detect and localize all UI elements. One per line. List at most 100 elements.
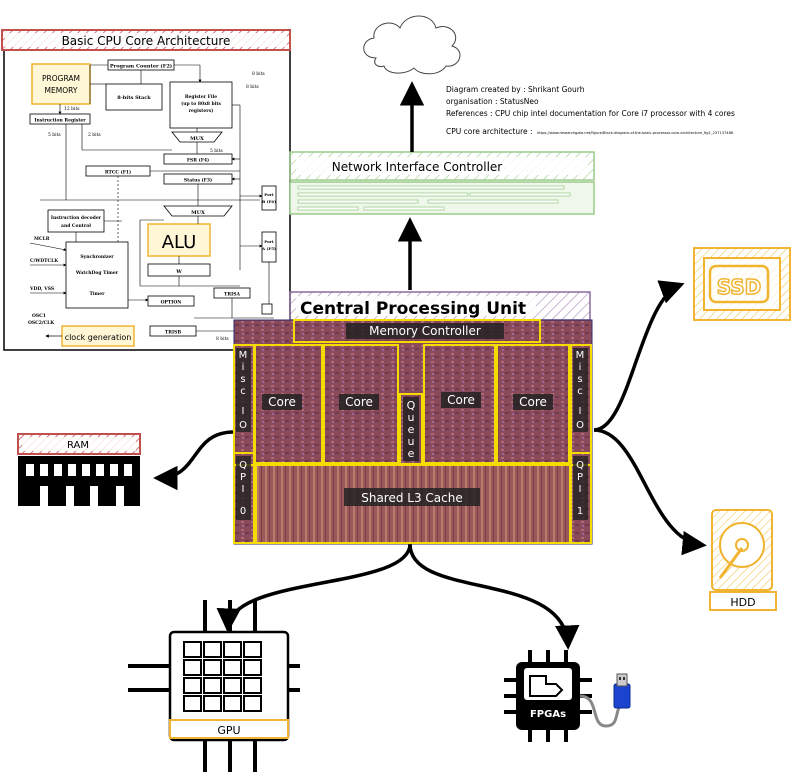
info-arch-label: CPU core architecture : bbox=[446, 127, 533, 136]
svg-text:1: 1 bbox=[577, 506, 583, 517]
info-created-by: Diagram created by : Shrikant Gourh bbox=[446, 85, 585, 94]
connections bbox=[153, 81, 707, 650]
mux-top: MUX bbox=[190, 136, 204, 142]
alu: ALU bbox=[162, 232, 197, 253]
rtcc: RTCC (F1) bbox=[105, 169, 131, 176]
svg-text:e: e bbox=[408, 423, 415, 436]
svg-text:M: M bbox=[576, 350, 585, 361]
svg-text:I: I bbox=[579, 406, 582, 417]
svg-text:s: s bbox=[577, 374, 582, 385]
svg-text:Q: Q bbox=[576, 460, 584, 471]
trisb: TRISB bbox=[165, 330, 181, 336]
instruction-register: Instruction Register bbox=[34, 118, 86, 124]
svg-text:O: O bbox=[576, 420, 584, 431]
option-register: OPTION bbox=[161, 300, 182, 306]
w-register: W bbox=[175, 269, 182, 275]
svg-text:P: P bbox=[240, 472, 246, 483]
bits-5-b: 5 bits bbox=[210, 148, 223, 154]
svg-text:O: O bbox=[239, 420, 247, 431]
pin-osc-2: OSC2/CLK bbox=[28, 320, 55, 326]
svg-text:I: I bbox=[242, 484, 245, 495]
port-a-1: Port bbox=[264, 239, 274, 244]
fpga-label: FPGAs bbox=[530, 709, 566, 720]
program-memory-label-1: PROGRAM bbox=[42, 74, 80, 83]
pin-cwdt: C/WDTCLK bbox=[30, 258, 59, 264]
ram-label: RAM bbox=[67, 440, 89, 451]
register-file-1: Register File bbox=[185, 94, 217, 100]
bits-5-a: 5 bits bbox=[48, 132, 61, 138]
cpu-title: Central Processing Unit bbox=[300, 299, 526, 319]
timer: Timer bbox=[89, 291, 105, 297]
svg-text:M: M bbox=[239, 350, 248, 361]
cloud-icon bbox=[363, 15, 461, 75]
svg-text:I: I bbox=[579, 484, 582, 495]
status-register: Status (F3) bbox=[184, 177, 212, 184]
register-file-3: registers) bbox=[189, 107, 214, 114]
watchdog-timer: WatchDog Timer bbox=[75, 270, 119, 276]
info-arch-url: https://www.researchgate.net/figure/Bloc… bbox=[537, 131, 734, 135]
core-4: Core bbox=[519, 395, 547, 409]
cpu: Central Processing Unit Memory Controlle… bbox=[233, 291, 593, 545]
core-1: Core bbox=[268, 395, 296, 409]
svg-text:i: i bbox=[242, 362, 245, 373]
bits-12: 12 bits bbox=[64, 106, 80, 112]
fsr: FSR (F4) bbox=[187, 157, 209, 164]
svg-text:c: c bbox=[577, 386, 583, 397]
port-b-2: B (F6) bbox=[262, 199, 276, 204]
bits-8-c: 8 bits bbox=[216, 336, 229, 342]
program-memory-label-2: MEMORY bbox=[45, 86, 78, 95]
ram: RAM bbox=[17, 433, 141, 506]
cpu-architecture-panel: Basic CPU Core Architecture PROGRAM MEMO… bbox=[1, 29, 291, 351]
svg-text:e: e bbox=[408, 447, 415, 460]
svg-text:I: I bbox=[242, 406, 245, 417]
qpi-0-label: QPI 0 bbox=[239, 460, 247, 517]
pin-vdd: VDD, VSS bbox=[29, 286, 54, 292]
core-3: Core bbox=[447, 393, 475, 407]
clock-generation: clock generation bbox=[65, 333, 132, 342]
pin-mclr: MCLR bbox=[34, 236, 50, 242]
memory-controller: Memory Controller bbox=[369, 324, 481, 338]
svg-text:0: 0 bbox=[240, 506, 246, 517]
fpga-icon: FPGAs bbox=[504, 650, 631, 742]
core-2: Core bbox=[345, 395, 373, 409]
program-counter: Program Counter (F2) bbox=[110, 63, 172, 70]
svg-text:Q: Q bbox=[407, 399, 416, 412]
bits-8-a: 8 bits bbox=[246, 84, 259, 90]
qpi-1-label: QPI 1 bbox=[576, 460, 584, 517]
svg-text:i: i bbox=[579, 362, 582, 373]
ssd-icon: SSD bbox=[693, 247, 791, 321]
trisa: TRISA bbox=[224, 292, 240, 298]
ssd-label: SSD bbox=[717, 275, 762, 299]
cpu-architecture-title: Basic CPU Core Architecture bbox=[62, 34, 231, 48]
gpu-label: GPU bbox=[217, 724, 240, 737]
bits-2: 2 bits bbox=[88, 132, 101, 138]
info-block: Diagram created by : Shrikant Gourh orga… bbox=[446, 85, 735, 136]
shared-l3-cache: Shared L3 Cache bbox=[361, 491, 463, 505]
stack: 8-bits Stack bbox=[117, 95, 151, 101]
synchronizer: Synchronizer bbox=[80, 254, 114, 260]
svg-text:u: u bbox=[408, 411, 415, 424]
gpu-icon: GPU bbox=[128, 600, 300, 772]
pin-osc-1: OSC1 bbox=[32, 313, 46, 319]
hdd-icon: HDD bbox=[709, 509, 777, 611]
mux-mid: MUX bbox=[191, 210, 205, 216]
svg-text:u: u bbox=[408, 435, 415, 448]
decoder-2: and Control bbox=[61, 223, 91, 229]
svg-text:s: s bbox=[240, 374, 245, 385]
svg-text:P: P bbox=[577, 472, 583, 483]
svg-text:Q: Q bbox=[239, 460, 247, 471]
port-a-2: A (F5) bbox=[261, 246, 276, 251]
nic-label: Network Interface Controller bbox=[332, 160, 503, 174]
decoder-1: Instruction decoder bbox=[51, 215, 102, 221]
register-file-2: (up to 80x8 bits bbox=[181, 100, 221, 107]
svg-text:c: c bbox=[240, 386, 246, 397]
nic: Network Interface Controller bbox=[289, 151, 595, 215]
hdd-label: HDD bbox=[730, 596, 755, 609]
bits-8-b: 8 bits bbox=[252, 71, 265, 77]
info-references: References : CPU chip intel documentatio… bbox=[446, 109, 735, 118]
info-organisation: organisation : StatusNeo bbox=[446, 97, 539, 106]
port-b-1: Port bbox=[264, 192, 274, 197]
